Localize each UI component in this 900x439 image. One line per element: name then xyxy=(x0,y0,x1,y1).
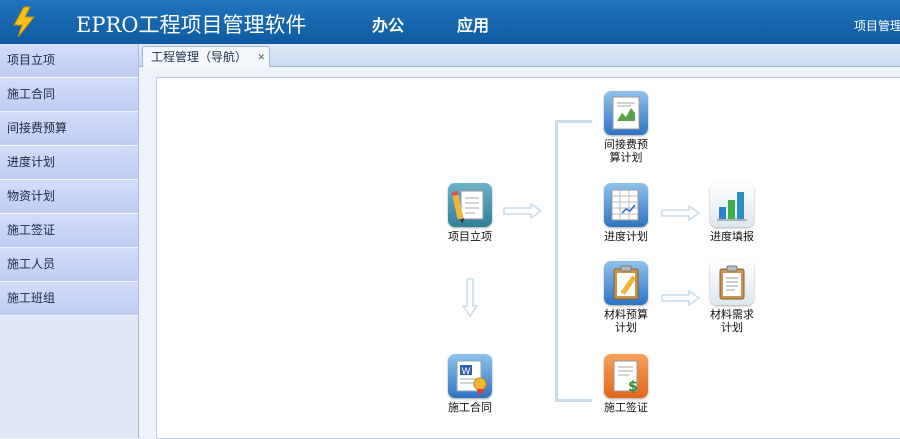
tab-project-navigation[interactable]: 工程管理（导航） ✕ xyxy=(142,46,271,67)
sidebar-item-construction-staff[interactable]: 施工人员 xyxy=(0,248,138,282)
clipboard-list-icon xyxy=(710,261,754,305)
arrow-right-icon xyxy=(661,205,701,221)
flow-bracket xyxy=(555,120,592,402)
node-material-budget[interactable]: 材料预算 计划 xyxy=(591,261,661,334)
arrow-right-icon xyxy=(661,290,701,306)
document-dollar-icon: $ xyxy=(604,354,648,398)
navigation-panel: 项目立项 W 施工合同 xyxy=(156,77,900,439)
sidebar-item-schedule-plan[interactable]: 进度计划 xyxy=(0,146,138,180)
app-title: EPRO工程项目管理软件 xyxy=(76,13,307,37)
sidebar-item-construction-team[interactable]: 施工班组 xyxy=(0,282,138,316)
close-icon[interactable]: ✕ xyxy=(257,53,266,63)
node-schedule-report[interactable]: 进度填报 xyxy=(697,183,767,243)
sidebar: 项目立项 施工合同 间接费预算 进度计划 物资计划 施工签证 施工人员 施工班组 xyxy=(0,44,139,438)
bar-chart-icon xyxy=(710,183,754,227)
node-label: 间接费预 算计划 xyxy=(604,138,648,164)
spreadsheet-icon xyxy=(604,183,648,227)
node-construction-contract[interactable]: W 施工合同 xyxy=(435,354,505,414)
node-label: 施工合同 xyxy=(448,401,492,414)
arrow-right-icon xyxy=(503,203,543,219)
lightning-bolt-icon xyxy=(13,6,36,38)
nav-office[interactable]: 办公 xyxy=(372,16,405,35)
node-label: 施工签证 xyxy=(604,401,648,414)
app-header: EPRO工程项目管理软件 办公 应用 项目管理 xyxy=(0,0,900,44)
header-project-management-link[interactable]: 项目管理 xyxy=(853,19,900,33)
clipboard-pencil-icon xyxy=(604,261,648,305)
nav-applications[interactable]: 应用 xyxy=(457,16,490,35)
word-certificate-icon: W xyxy=(448,354,492,398)
sidebar-item-construction-contract[interactable]: 施工合同 xyxy=(0,78,138,112)
content-area: 项目立项 W 施工合同 xyxy=(139,67,900,439)
sidebar-item-construction-visa[interactable]: 施工签证 xyxy=(0,214,138,248)
node-label: 进度计划 xyxy=(604,230,648,243)
document-pencil-icon xyxy=(448,183,492,227)
sidebar-item-material-plan[interactable]: 物资计划 xyxy=(0,180,138,214)
node-material-demand[interactable]: 材料需求 计划 xyxy=(697,261,767,334)
tab-label: 工程管理（导航） xyxy=(151,50,248,64)
sidebar-item-project-initiation[interactable]: 项目立项 xyxy=(0,44,138,78)
node-label: 材料预算 计划 xyxy=(604,308,648,334)
sidebar-item-indirect-cost-budget[interactable]: 间接费预算 xyxy=(0,112,138,146)
svg-text:W: W xyxy=(462,367,471,377)
node-schedule-plan[interactable]: 进度计划 xyxy=(591,183,661,243)
node-label: 进度填报 xyxy=(710,230,754,243)
tab-bar: 工程管理（导航） ✕ xyxy=(139,44,900,67)
chart-document-icon xyxy=(604,91,648,135)
node-indirect-cost-budget[interactable]: 间接费预 算计划 xyxy=(591,91,661,164)
node-label: 项目立项 xyxy=(448,230,492,243)
svg-text:$: $ xyxy=(628,379,638,395)
node-construction-visa[interactable]: $ 施工签证 xyxy=(591,354,661,414)
node-project-initiation[interactable]: 项目立项 xyxy=(435,183,505,243)
node-label: 材料需求 计划 xyxy=(710,308,754,334)
arrow-down-icon xyxy=(462,278,478,318)
